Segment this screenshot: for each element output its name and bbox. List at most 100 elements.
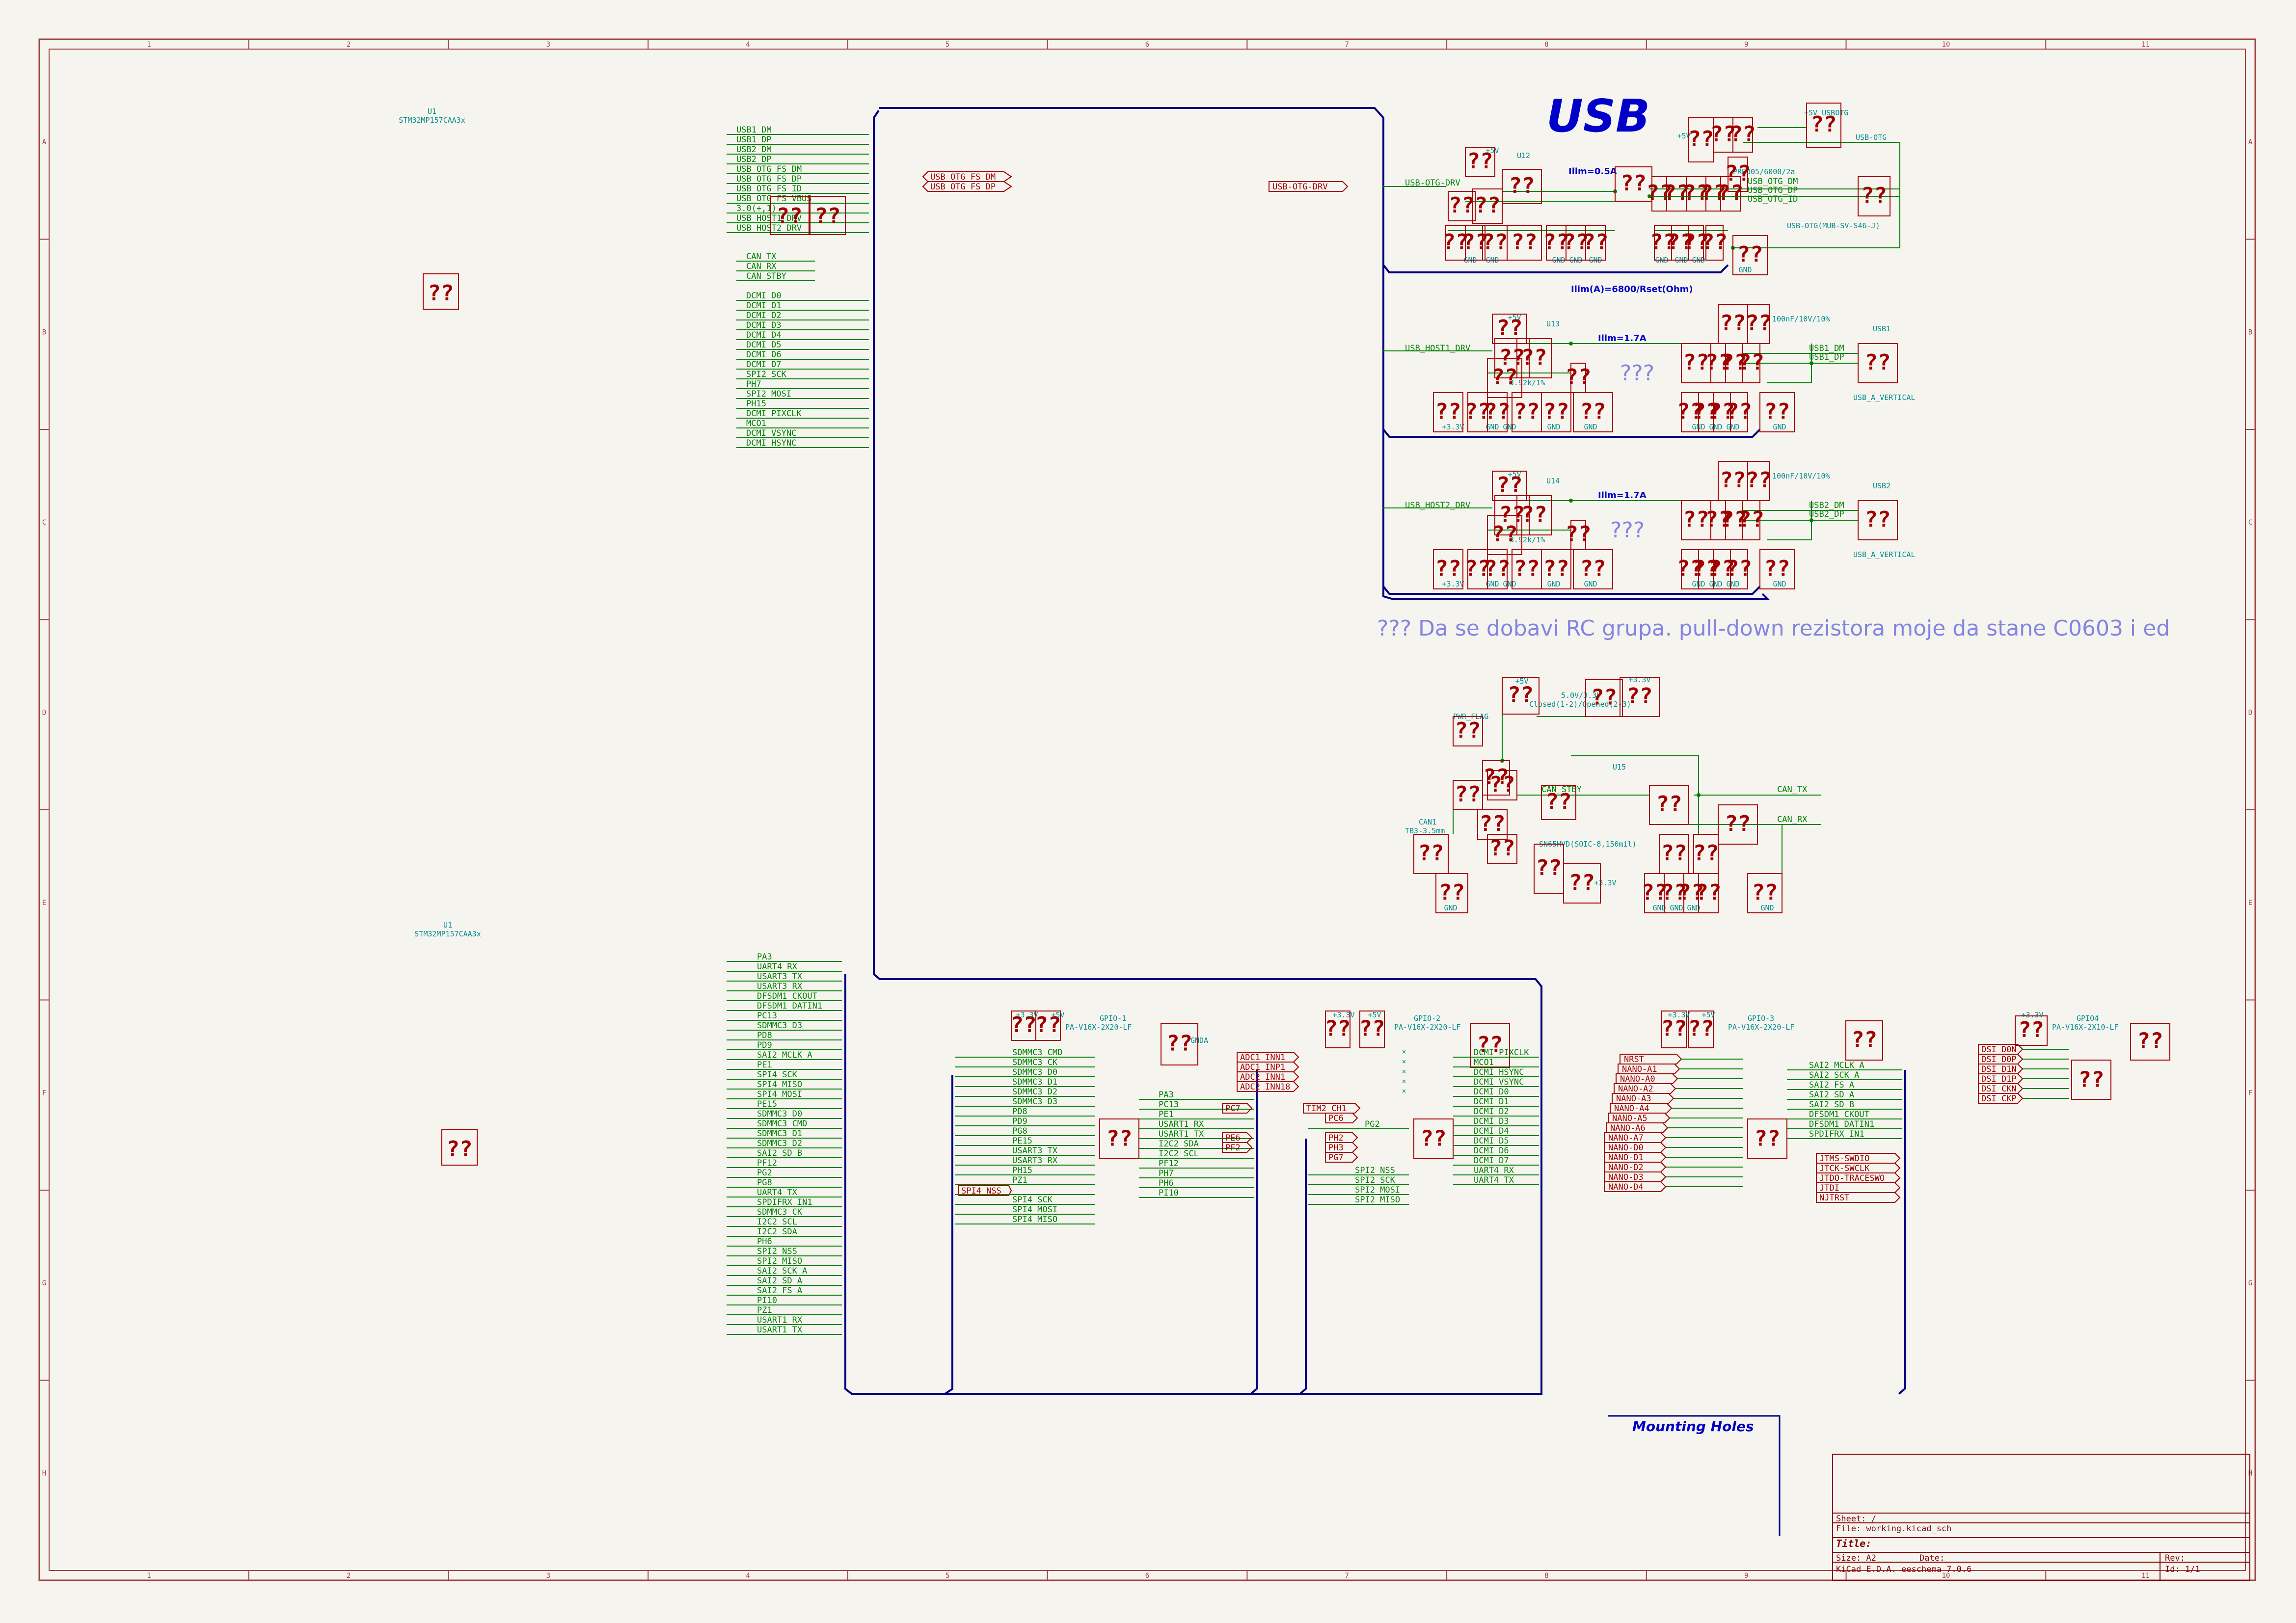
host1-part-0[interactable]: ?? xyxy=(1492,314,1527,344)
host2-part-10[interactable]: ?? xyxy=(1566,520,1592,550)
gpio2-gnd-sym[interactable]: ?? xyxy=(1470,1023,1510,1068)
otg-part-1[interactable]: ?? xyxy=(1502,169,1542,204)
can-part-2[interactable]: ?? xyxy=(1620,677,1660,717)
gpio2-right-1: MCO1 xyxy=(1474,1058,1494,1067)
host1-part-7[interactable]: ?? xyxy=(1512,392,1542,432)
gpio2-pwr-a[interactable]: ?? xyxy=(1325,1011,1351,1048)
can-part-12[interactable]: ?? xyxy=(1435,873,1468,913)
host1-part-21[interactable]: ?? xyxy=(1759,392,1795,432)
host2-part-4[interactable]: ?? xyxy=(1433,549,1463,589)
can-part-14[interactable]: ?? xyxy=(1649,785,1689,825)
host2-part-0[interactable]: ?? xyxy=(1492,471,1527,501)
host2-part-14[interactable]: ?? xyxy=(1738,500,1764,540)
otg-part-9[interactable]: ?? xyxy=(1563,225,1589,261)
label-otg-dp[interactable]: USB_OTG_FS_DP xyxy=(922,181,1012,192)
can-part-0[interactable]: ?? xyxy=(1502,677,1540,715)
can-part-7[interactable]: ?? xyxy=(1477,809,1508,840)
host2-part-6[interactable]: ?? xyxy=(1485,549,1511,589)
host1-part-9[interactable]: ?? xyxy=(1573,392,1613,432)
can-part-20[interactable]: ?? xyxy=(1696,873,1722,913)
otg-part-15[interactable]: ?? xyxy=(1683,225,1709,261)
host2-part-1[interactable]: ?? xyxy=(1494,495,1530,535)
can-part-21[interactable]: ?? xyxy=(1718,804,1758,845)
can-part-8[interactable]: ?? xyxy=(1487,834,1517,864)
otg-part-3[interactable]: ?? xyxy=(1472,188,1503,224)
gpio3-connector[interactable]: ?? xyxy=(1747,1118,1787,1159)
host2-part-21[interactable]: ?? xyxy=(1759,549,1795,589)
label-otg-drv[interactable]: USB-OTG-DRV xyxy=(1269,181,1349,192)
otg-part-26[interactable]: ?? xyxy=(1858,176,1891,216)
host2-part-7[interactable]: ?? xyxy=(1512,549,1542,589)
host1-part-10[interactable]: ?? xyxy=(1566,363,1592,393)
host2-part-16[interactable]: ?? xyxy=(1746,461,1772,501)
host2-part-3[interactable]: ?? xyxy=(1487,515,1522,555)
host2-part-5[interactable]: ?? xyxy=(1465,549,1491,589)
can-part-3[interactable]: ?? xyxy=(1453,716,1483,746)
host1-part-11[interactable]: ?? xyxy=(1681,343,1711,383)
unknown-symbol-d[interactable]: ?? xyxy=(441,1129,478,1166)
host1-part-14[interactable]: ?? xyxy=(1738,343,1764,383)
otg-part-24[interactable]: ?? xyxy=(1725,157,1751,192)
gpio1-gnd-sym[interactable]: ?? xyxy=(1161,1023,1198,1065)
host2-part-2[interactable]: ?? xyxy=(1516,495,1552,535)
gpio3-pwr-b[interactable]: ?? xyxy=(1688,1011,1714,1048)
host2-part-8[interactable]: ?? xyxy=(1541,549,1571,589)
gpio1-pwr-b[interactable]: ?? xyxy=(1035,1011,1061,1041)
otg-part-23[interactable]: ?? xyxy=(1730,117,1756,153)
otg-part-27[interactable]: ?? xyxy=(1732,235,1768,275)
gpio1-connector[interactable]: ?? xyxy=(1099,1118,1139,1159)
gpio4-connector[interactable]: ?? xyxy=(2071,1060,2111,1100)
host2-part-15[interactable]: ?? xyxy=(1718,461,1748,501)
can-part-19[interactable]: ?? xyxy=(1678,873,1704,913)
gpio3-gnd-sym[interactable]: ?? xyxy=(1845,1020,1883,1061)
otg-part-11[interactable]: ?? xyxy=(1615,166,1652,202)
unknown-symbol-a[interactable]: ?? xyxy=(423,273,459,310)
can-part-16[interactable]: ?? xyxy=(1693,834,1719,874)
host1-part-8[interactable]: ?? xyxy=(1541,392,1571,432)
host1-part-4[interactable]: ?? xyxy=(1433,392,1463,432)
otg-part-10[interactable]: ?? xyxy=(1583,225,1609,261)
host1-part-5[interactable]: ?? xyxy=(1465,392,1491,432)
otg-part-6[interactable]: ?? xyxy=(1482,225,1508,261)
host2-part-22[interactable]: ?? xyxy=(1858,500,1898,540)
gpio3-pwr-a[interactable]: ?? xyxy=(1661,1011,1687,1048)
gpio2-pwr-b[interactable]: ?? xyxy=(1359,1011,1385,1048)
can-part-13[interactable]: ?? xyxy=(1563,863,1601,904)
unknown-symbol-b[interactable]: ?? xyxy=(770,196,810,235)
gpio4-gnd-sym[interactable]: ?? xyxy=(2130,1023,2170,1061)
can-part-1[interactable]: ?? xyxy=(1585,679,1623,717)
can-part-5[interactable]: ?? xyxy=(1453,780,1483,810)
host1-part-1[interactable]: ?? xyxy=(1494,338,1530,378)
otg-part-2[interactable]: ?? xyxy=(1448,191,1476,221)
host1-part-12[interactable]: ?? xyxy=(1705,343,1731,383)
host1-part-6[interactable]: ?? xyxy=(1485,392,1511,432)
can-part-11[interactable]: ?? xyxy=(1413,834,1449,874)
can-part-15[interactable]: ?? xyxy=(1659,834,1689,874)
host1-part-16[interactable]: ?? xyxy=(1746,304,1772,344)
gpio2-connector[interactable]: ?? xyxy=(1413,1118,1454,1159)
can-part-17[interactable]: ?? xyxy=(1642,873,1668,913)
unknown-symbol-c[interactable]: ?? xyxy=(810,196,846,235)
otg-part-5[interactable]: ?? xyxy=(1462,225,1488,261)
otg-part-18[interactable]: ?? xyxy=(1683,176,1709,212)
label-otg-dm[interactable]: USB_OTG_FS_DM xyxy=(922,171,1012,182)
can-part-10[interactable]: ?? xyxy=(1534,844,1564,894)
otg-part-7[interactable]: ?? xyxy=(1507,225,1542,261)
otg-part-12[interactable]: ?? xyxy=(1647,176,1673,212)
can-part-9[interactable]: ?? xyxy=(1541,785,1576,820)
gpio4-pwr[interactable]: ?? xyxy=(2015,1015,2048,1046)
host1-part-22[interactable]: ?? xyxy=(1858,343,1898,383)
can-part-6[interactable]: ?? xyxy=(1487,770,1517,800)
host1-part-15[interactable]: ?? xyxy=(1718,304,1748,344)
otg-part-0[interactable]: ?? xyxy=(1465,147,1495,177)
otg-part-25[interactable]: ?? xyxy=(1806,103,1841,148)
host1-part-20[interactable]: ?? xyxy=(1726,392,1752,432)
host1-part-3[interactable]: ?? xyxy=(1487,358,1522,398)
host2-part-20[interactable]: ?? xyxy=(1726,549,1752,589)
otg-part-21[interactable]: ?? xyxy=(1688,117,1714,162)
can-part-22[interactable]: ?? xyxy=(1747,873,1783,913)
otg-part-22[interactable]: ?? xyxy=(1710,117,1736,153)
otg-part-16[interactable]: ?? xyxy=(1702,225,1728,261)
otg-part-20[interactable]: ?? xyxy=(1718,176,1744,212)
host2-part-9[interactable]: ?? xyxy=(1573,549,1613,589)
